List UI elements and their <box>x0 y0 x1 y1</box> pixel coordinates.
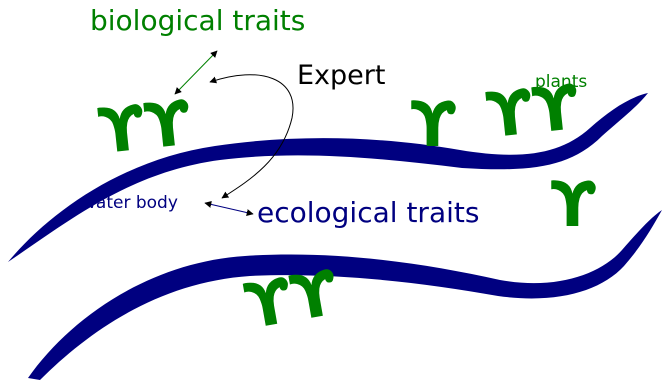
ecological-traits-label: ecological traits <box>257 196 479 229</box>
water-body-label: water body <box>82 193 178 213</box>
expert-label: Expert <box>297 60 385 91</box>
biological-traits-label: biological traits <box>90 4 305 37</box>
plant-icon: ϒϒ <box>95 86 196 168</box>
plant-icon: ϒ <box>410 88 458 161</box>
plant-icon: ϒ <box>550 168 598 241</box>
eco-traits-arrow <box>205 203 253 214</box>
plant-icon: ϒϒ <box>483 70 584 152</box>
plant-icon: ϒϒ <box>239 255 345 343</box>
expert-arrow <box>210 75 293 198</box>
